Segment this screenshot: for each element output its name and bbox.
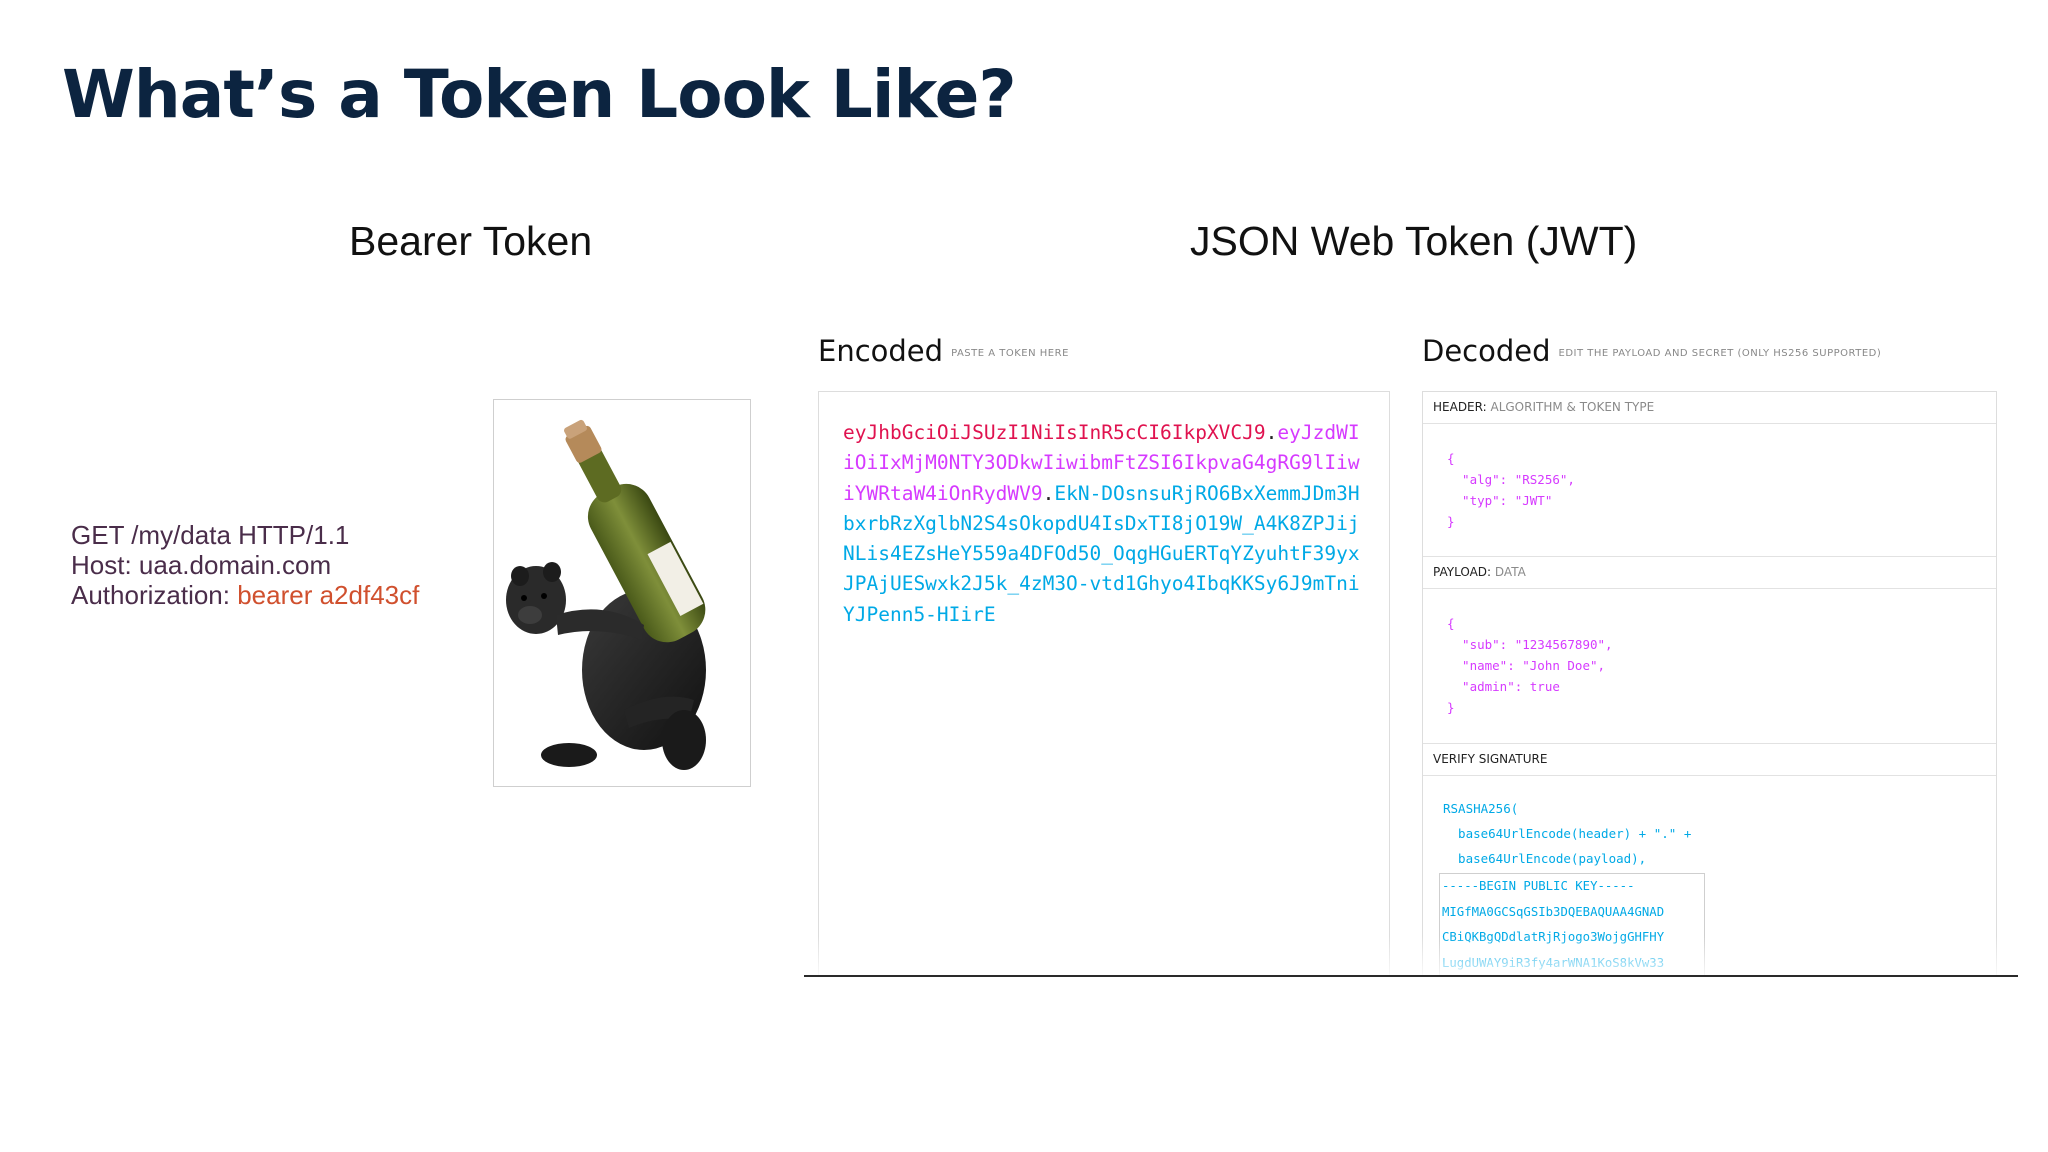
decoded-title: Decoded	[1422, 334, 1551, 368]
header-section-sub: ALGORITHM & TOKEN TYPE	[1490, 400, 1655, 414]
decoded-hint: EDIT THE PAYLOAD AND SECRET (ONLY HS256 …	[1558, 347, 1882, 359]
decoded-label: Decoded EDIT THE PAYLOAD AND SECRET (ONLY…	[1422, 334, 1881, 368]
authorization-label: Authorization:	[71, 580, 238, 610]
bearer-token-value: bearer a2df43cf	[237, 580, 420, 610]
jwt-debugger-panel: Encoded PASTE A TOKEN HERE Decoded EDIT TH…	[804, 320, 2018, 976]
encoded-token-text: eyJhbGciOiJSUzI1NiIsInR5cCI6IkpXVCJ9.eyJ…	[843, 418, 1365, 630]
encoded-title: Encoded	[818, 334, 944, 368]
header-json: { "alg": "RS256", "typ": "JWT" }	[1447, 451, 1575, 529]
payload-section-sub: DATA	[1494, 565, 1526, 579]
request-line: GET /my/data HTTP/1.1	[71, 520, 350, 550]
payload-json: { "sub": "1234567890", "name": "John Doe…	[1447, 616, 1613, 715]
signature-section-title: VERIFY SIGNATURE	[1423, 743, 1996, 776]
payload-json-editor[interactable]: { "sub": "1234567890", "name": "John Doe…	[1423, 589, 1996, 743]
slide-title: What’s a Token Look Like?	[62, 56, 1017, 133]
header-json-editor[interactable]: { "alg": "RS256", "typ": "JWT" }	[1423, 424, 1996, 556]
host-line: Host: uaa.domain.com	[71, 550, 332, 580]
public-key-textarea[interactable]: -----BEGIN PUBLIC KEY----- MIGfMA0GCSqGS…	[1439, 873, 1705, 976]
token-header-part: eyJhbGciOiJSUzI1NiIsInR5cCI6IkpXVCJ9	[843, 421, 1266, 444]
token-signature-part: EkN-DOsnsuRjRO6BxXemmJDm3HbxrbRzXglbN2S4…	[843, 481, 1360, 626]
bear-with-bottle-illustration	[506, 419, 706, 770]
http-request-example: GET /my/data HTTP/1.1 Host: uaa.domain.c…	[71, 520, 419, 610]
header-section-label: HEADER:	[1433, 400, 1487, 414]
decoded-token-panel: HEADER: ALGORITHM & TOKEN TYPE { "alg": …	[1422, 391, 1997, 976]
token-separator: .	[1265, 421, 1278, 444]
token-payload-part: eyJzdWIiOiIxMjM0NTY3ODkwIiwibmFtZSI6Ikpv…	[843, 421, 1360, 505]
encoded-hint: PASTE A TOKEN HERE	[951, 347, 1069, 359]
signature-code: RSASHA256( base64UrlEncode(header) + "."…	[1443, 801, 1692, 866]
encoded-label: Encoded PASTE A TOKEN HERE	[818, 334, 1069, 368]
bear-wine-bottle-holder-image	[493, 399, 751, 787]
encoded-token-textarea[interactable]: eyJhbGciOiJSUzI1NiIsInR5cCI6IkpXVCJ9.eyJ…	[818, 391, 1390, 976]
header-section-title: HEADER: ALGORITHM & TOKEN TYPE	[1423, 392, 1996, 424]
authorization-line: Authorization: bearer a2df43cf	[71, 580, 419, 610]
jwt-heading: JSON Web Token (JWT)	[1190, 218, 1638, 264]
payload-section-title: PAYLOAD: DATA	[1423, 556, 1996, 589]
payload-section-label: PAYLOAD:	[1433, 565, 1492, 579]
jwt-panel-bottom-rule	[804, 975, 2018, 977]
bearer-token-heading: Bearer Token	[349, 218, 593, 264]
token-separator: .	[1042, 481, 1055, 505]
